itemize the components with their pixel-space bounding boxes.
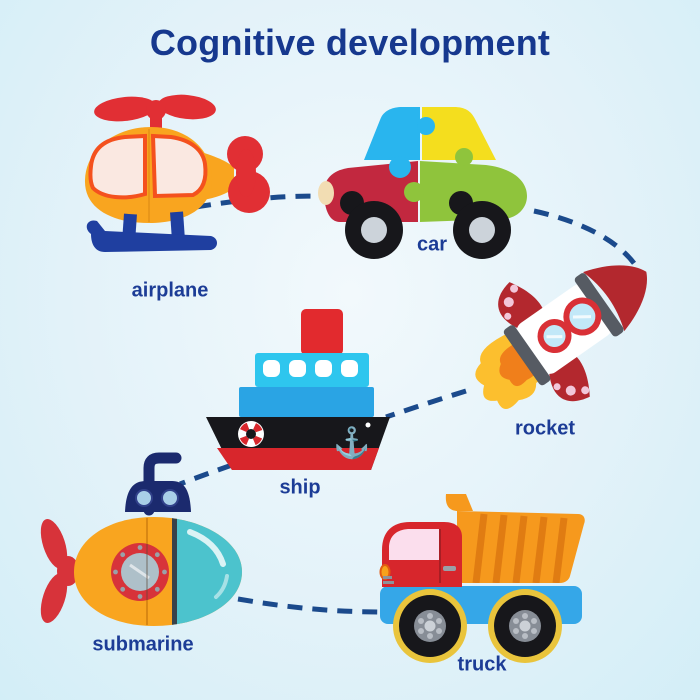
conning-tower — [125, 481, 191, 512]
rocket-fin-dots — [503, 284, 590, 396]
submarine-label: submarine — [92, 633, 194, 656]
ship-toy: ⚓ — [202, 306, 397, 476]
submarine-propeller — [40, 519, 79, 623]
anchor-droplet — [365, 422, 371, 428]
rocket-windows — [537, 297, 602, 354]
connector-rocket-to-ship — [385, 388, 467, 420]
rocket-toy — [450, 252, 665, 427]
car-toy — [318, 100, 533, 260]
car-body-pieces — [318, 107, 527, 222]
connector-submarine-to-truck — [237, 596, 384, 615]
truck-cab — [379, 522, 462, 587]
car-label: car — [416, 233, 448, 256]
helicopter-skids — [86, 211, 217, 252]
rocket-label: rocket — [514, 417, 576, 440]
connector-car-to-rocket — [533, 208, 639, 268]
car-icon — [318, 107, 527, 259]
dump-bed — [445, 494, 585, 583]
rocket-icon — [475, 265, 647, 409]
airplane-toy — [25, 88, 270, 258]
page-title: Cognitive development — [149, 22, 551, 63]
helicopter-rotor — [94, 94, 216, 132]
truck-icon — [379, 494, 585, 663]
porthole — [111, 543, 169, 601]
airplane-label: airplane — [131, 279, 209, 302]
truck-toy — [372, 484, 597, 664]
airplane-icon — [84, 94, 270, 252]
truck-label: truck — [457, 653, 507, 676]
connector-ship-to-submarine — [179, 462, 233, 487]
submarine-icon — [40, 452, 242, 626]
car-wheels — [340, 191, 511, 259]
truck-wheels — [393, 589, 562, 663]
ship-deck — [239, 387, 374, 417]
ship-funnel — [301, 309, 343, 355]
ship-cabin — [255, 353, 369, 387]
ship-icon: ⚓ — [206, 309, 390, 470]
rocket-flame — [475, 330, 547, 409]
helicopter-body — [84, 127, 213, 223]
anchor-icon: ⚓ — [333, 425, 370, 460]
helicopter-tail — [201, 136, 270, 213]
ship-label: ship — [279, 476, 321, 499]
periscope — [143, 452, 182, 516]
lifebuoy-icon — [238, 421, 264, 447]
submarine-toy — [30, 448, 250, 633]
